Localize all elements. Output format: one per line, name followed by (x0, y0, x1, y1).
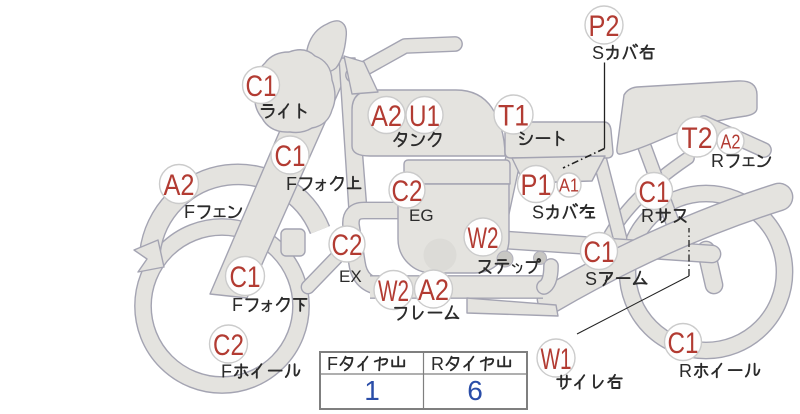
svg-text:P1: P1 (521, 169, 552, 202)
svg-text:A2: A2 (164, 169, 195, 202)
svg-text:A1: A1 (559, 176, 579, 196)
svg-text:W2: W2 (468, 222, 499, 255)
svg-text:W2: W2 (378, 275, 409, 308)
svg-text:6: 6 (467, 375, 483, 406)
svg-text:F: F (286, 174, 297, 194)
svg-text:C1: C1 (275, 140, 306, 173)
svg-text:R: R (431, 354, 444, 374)
svg-text:EG: EG (409, 206, 434, 225)
svg-text:C2: C2 (392, 175, 423, 208)
svg-text:A2: A2 (371, 100, 402, 133)
svg-text:U1: U1 (409, 100, 440, 133)
svg-text:C1: C1 (230, 261, 261, 294)
svg-text:C2: C2 (213, 329, 244, 362)
svg-text:1: 1 (364, 375, 380, 406)
svg-text:F: F (221, 362, 232, 382)
svg-text:S: S (532, 203, 544, 223)
svg-text:C1: C1 (584, 236, 615, 269)
svg-text:C1: C1 (668, 327, 699, 360)
svg-text:P2: P2 (589, 10, 620, 43)
svg-text:C1: C1 (639, 176, 670, 209)
svg-text:R: R (641, 206, 654, 226)
svg-text:F: F (232, 295, 243, 315)
svg-text:S: S (585, 269, 597, 289)
svg-text:F: F (327, 354, 338, 374)
svg-text:T2: T2 (682, 122, 713, 155)
svg-text:F: F (184, 202, 195, 222)
svg-text:R: R (679, 361, 692, 381)
svg-text:T1: T1 (498, 99, 529, 132)
svg-text:EX: EX (339, 267, 362, 286)
svg-text:C1: C1 (246, 70, 277, 103)
svg-text:W1: W1 (541, 343, 572, 376)
svg-text:A2: A2 (418, 274, 449, 307)
svg-text:C2: C2 (332, 229, 363, 262)
svg-text:S: S (592, 43, 604, 63)
svg-text:A2: A2 (721, 131, 741, 153)
svg-text:R: R (711, 151, 724, 171)
